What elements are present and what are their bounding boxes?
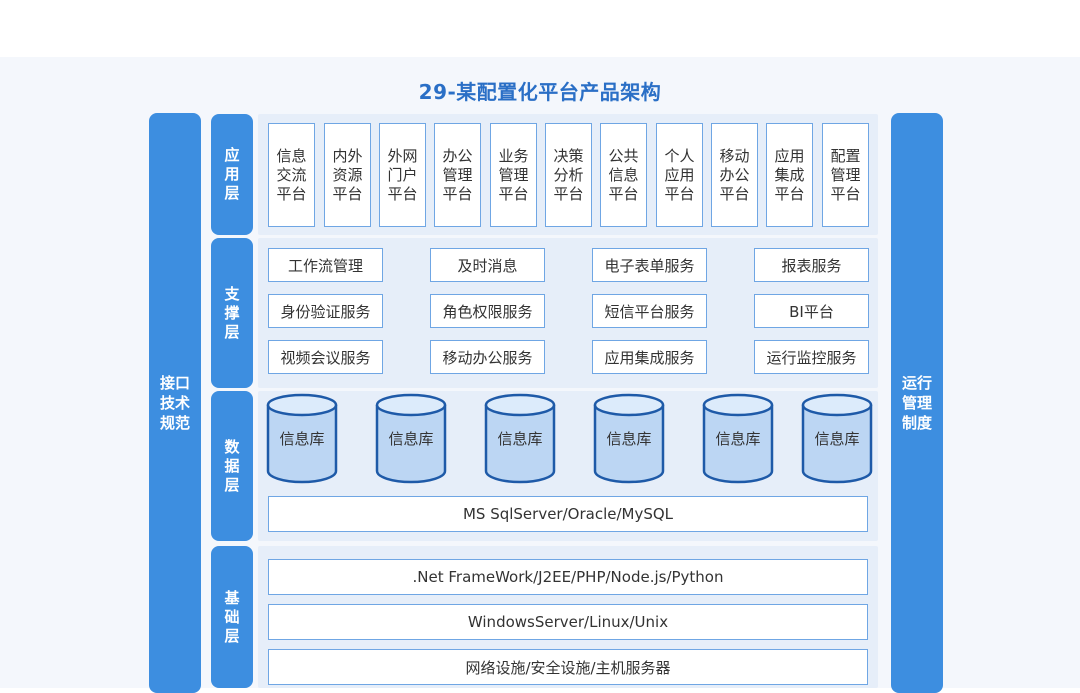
app-platform-box: 个人应用平台 [656, 123, 703, 227]
app-platform-label: 信息交流平台 [276, 146, 307, 203]
support-service-box: 报表服务 [754, 248, 869, 282]
db-engine-box: MS SqlServer/Oracle/MySQL [268, 496, 868, 532]
database-label: 信息库 [388, 430, 434, 448]
support-layer-label: 支撑层 [211, 238, 253, 388]
operation-mgmt-label: 运行管理制度 [901, 374, 932, 432]
interface-spec-label: 接口技术规范 [159, 374, 190, 432]
database-cylinder: 信息库 [484, 393, 556, 485]
app-layer-label: 应用层 [211, 114, 253, 235]
database-icon [593, 393, 665, 484]
app-platform-label: 办公管理平台 [442, 146, 473, 203]
app-platform-label: 业务管理平台 [498, 146, 529, 203]
support-service-box: BI平台 [754, 294, 869, 328]
diagram-title: 29-某配置化平台产品架构 [418, 80, 662, 104]
app-platform-label: 外网门户平台 [387, 146, 418, 203]
app-platform-box: 配置管理平台 [822, 123, 869, 227]
database-icon [702, 393, 774, 484]
support-service-box: 角色权限服务 [430, 294, 545, 328]
data-layer-label: 数据层 [211, 391, 253, 541]
app-platform-box: 决策分析平台 [545, 123, 592, 227]
app-platform-label: 配置管理平台 [830, 146, 861, 203]
support-service-box: 及时消息 [430, 248, 545, 282]
app-platform-label: 应用集成平台 [774, 146, 805, 203]
app-platform-label: 移动办公平台 [719, 146, 750, 203]
app-platform-box: 外网门户平台 [379, 123, 426, 227]
support-service-box: 移动办公服务 [430, 340, 545, 374]
app-platform-label: 公共信息平台 [608, 146, 639, 203]
app-platform-box: 应用集成平台 [766, 123, 813, 227]
runtime-framework-box: .Net FrameWork/J2EE/PHP/Node.js/Python [268, 559, 868, 595]
support-service-box: 电子表单服务 [592, 248, 707, 282]
app-platform-box: 移动办公平台 [711, 123, 758, 227]
database-cylinder: 信息库 [801, 393, 873, 485]
support-service-box: 短信平台服务 [592, 294, 707, 328]
database-icon [801, 393, 873, 484]
app-platform-label: 个人应用平台 [664, 146, 695, 203]
app-platform-box: 公共信息平台 [600, 123, 647, 227]
database-cylinder: 信息库 [702, 393, 774, 485]
app-platform-box: 办公管理平台 [434, 123, 481, 227]
database-label: 信息库 [606, 430, 652, 448]
app-platform-box: 信息交流平台 [268, 123, 315, 227]
database-cylinder: 信息库 [375, 393, 447, 485]
interface-spec-bar: 接口技术规范 [149, 113, 201, 693]
database-cylinder: 信息库 [266, 393, 338, 485]
operation-mgmt-bar: 运行管理制度 [891, 113, 943, 693]
support-service-box: 应用集成服务 [592, 340, 707, 374]
app-platform-box: 内外资源平台 [324, 123, 371, 227]
database-label: 信息库 [814, 430, 860, 448]
database-cylinder: 信息库 [593, 393, 665, 485]
support-service-box: 工作流管理 [268, 248, 383, 282]
app-platform-box: 业务管理平台 [490, 123, 537, 227]
database-icon [375, 393, 447, 484]
support-service-box: 运行监控服务 [754, 340, 869, 374]
database-label: 信息库 [715, 430, 761, 448]
support-service-box: 视频会议服务 [268, 340, 383, 374]
base-layer-label: 基础层 [211, 546, 253, 688]
database-icon [484, 393, 556, 484]
support-service-box: 身份验证服务 [268, 294, 383, 328]
database-label: 信息库 [279, 430, 325, 448]
database-label: 信息库 [497, 430, 543, 448]
app-platform-label: 决策分析平台 [553, 146, 584, 203]
infrastructure-box: 网络设施/安全设施/主机服务器 [268, 649, 868, 685]
database-icon [266, 393, 338, 484]
os-box: WindowsServer/Linux/Unix [268, 604, 868, 640]
app-platform-label: 内外资源平台 [332, 146, 363, 203]
